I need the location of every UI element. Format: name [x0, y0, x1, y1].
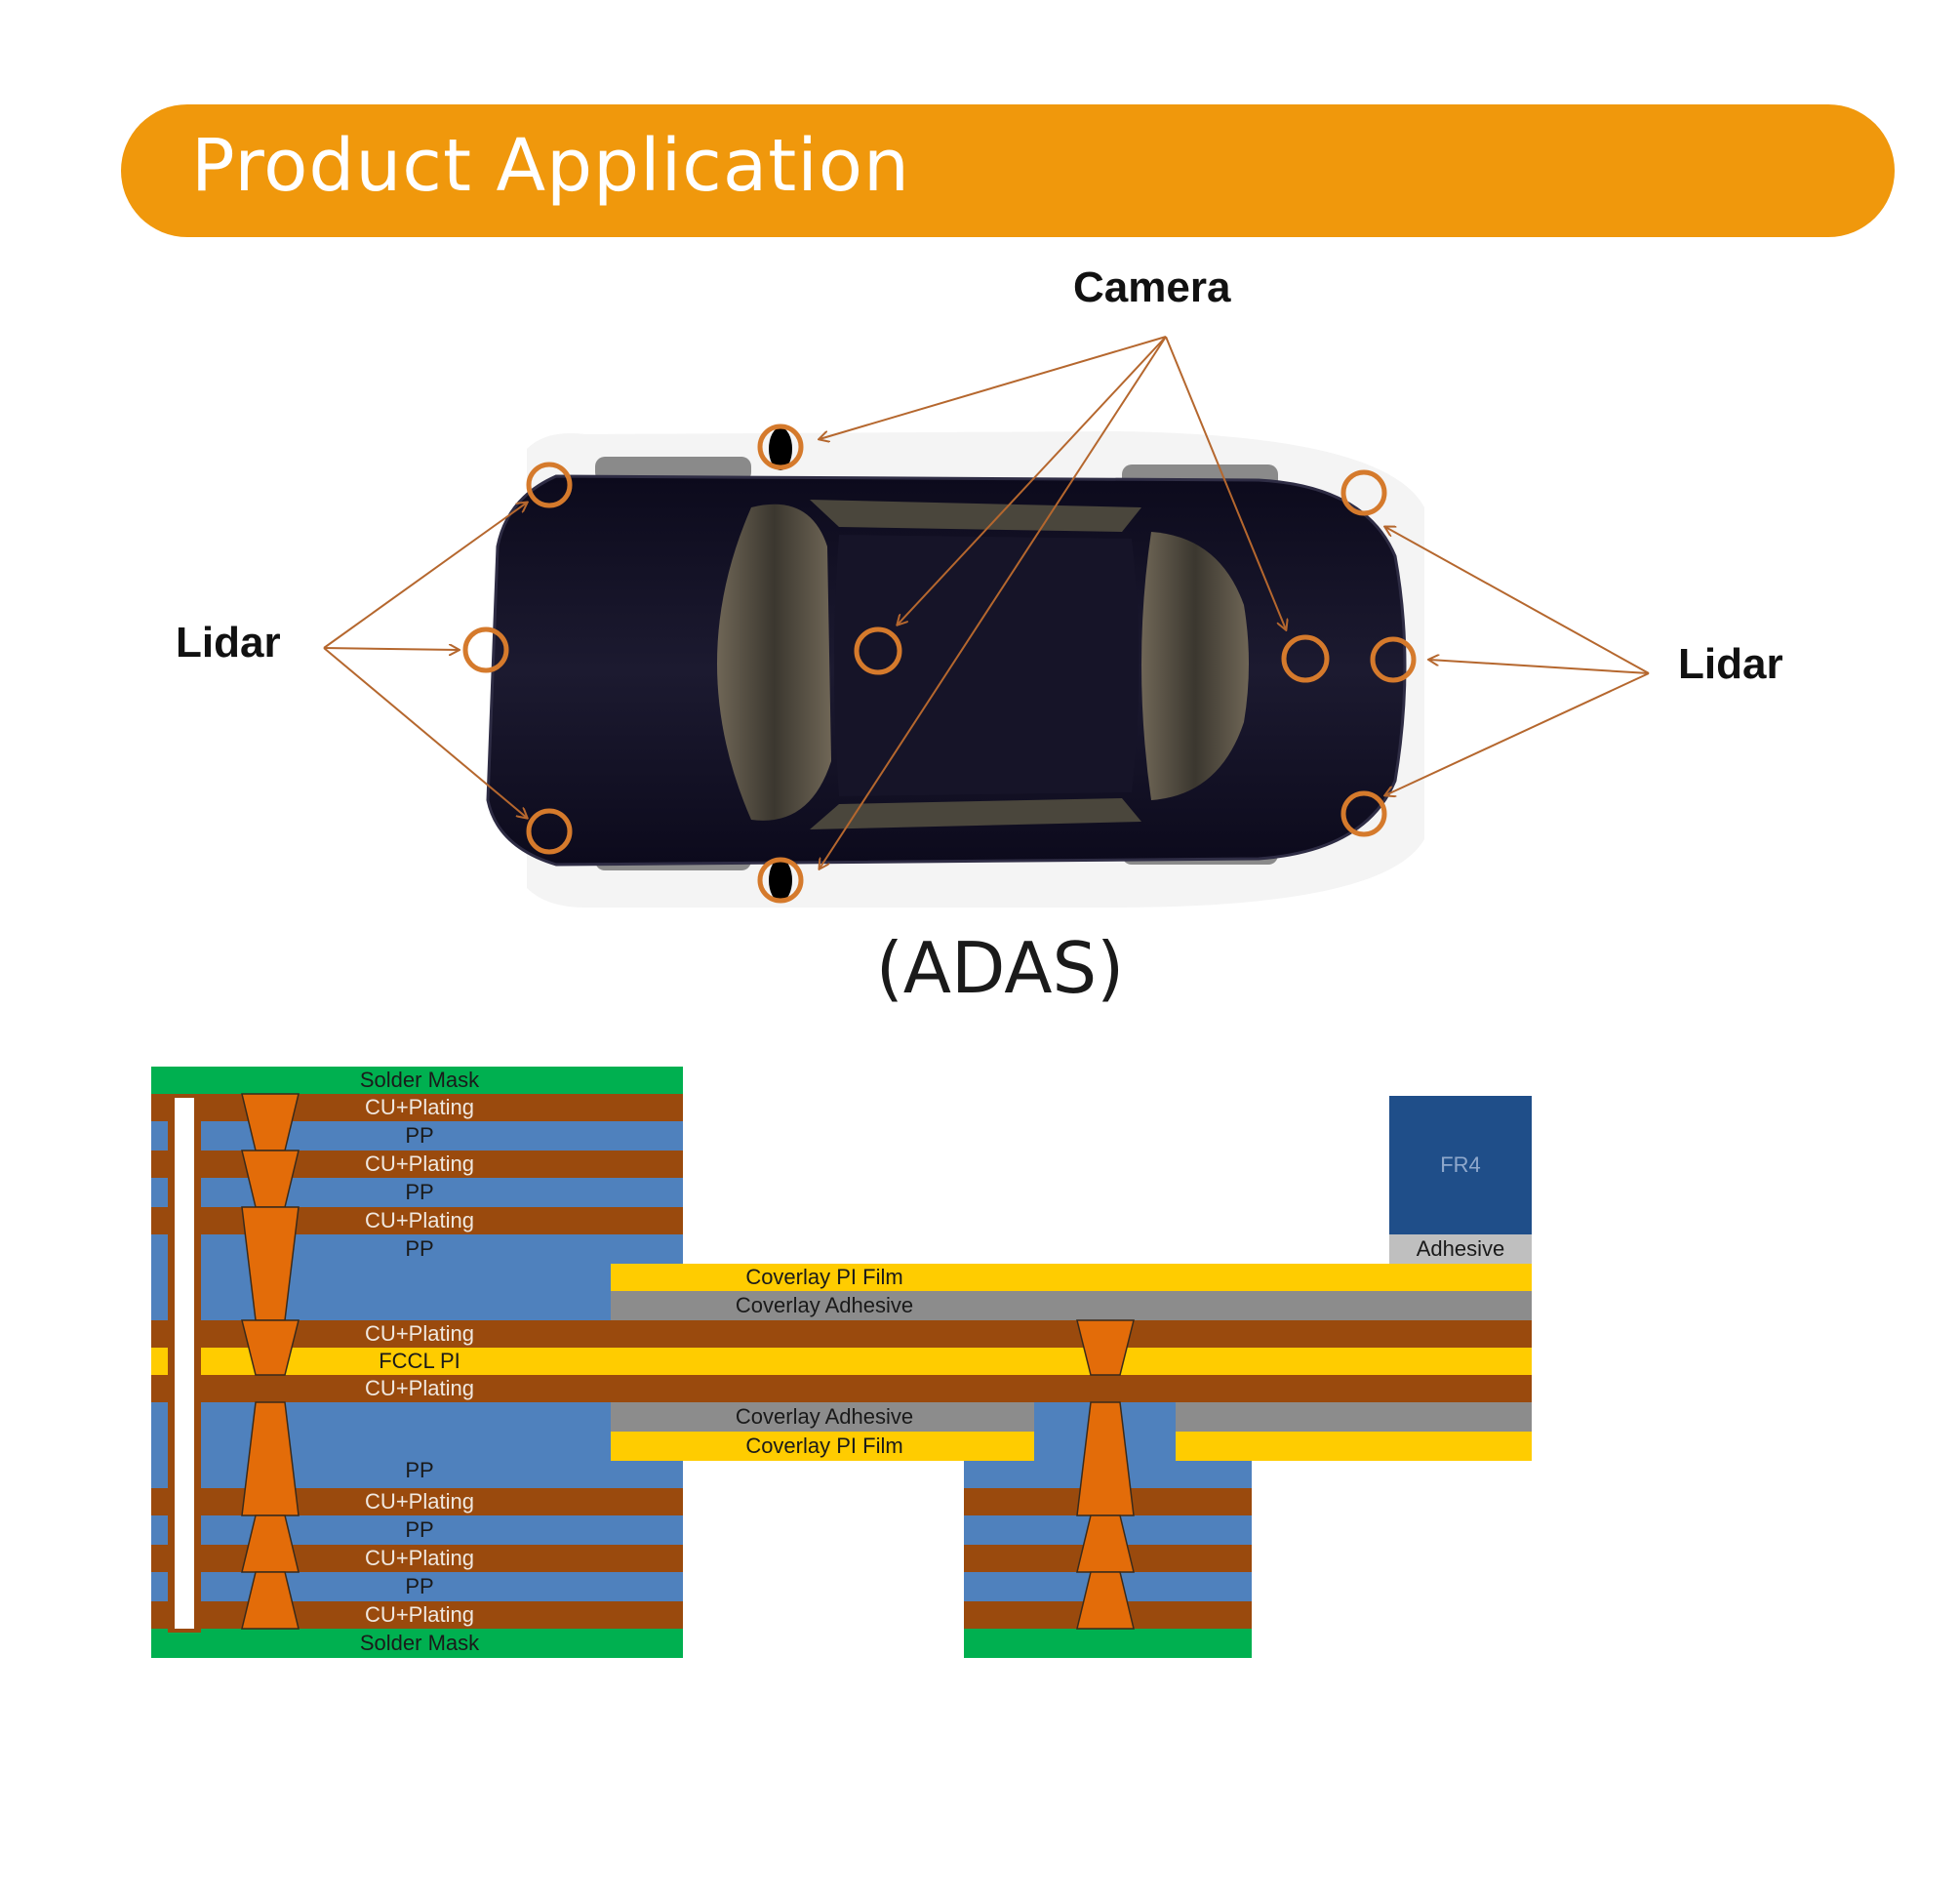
side-window	[810, 798, 1141, 829]
lidar-right-label: Lidar	[1678, 640, 1783, 688]
lidar-marker-rear-center	[1370, 636, 1417, 683]
camera-label: Camera	[1073, 263, 1231, 311]
front-windshield	[717, 504, 831, 821]
lidar-marker-rear-right	[1340, 790, 1387, 837]
car-top-view	[486, 427, 1424, 908]
lidar-marker-rear-left	[1340, 469, 1387, 516]
lidar-marker-front-center	[462, 626, 509, 673]
camera-marker-rear	[1281, 634, 1330, 683]
adas-caption: (ADAS)	[875, 927, 1125, 1009]
callout-arrows	[323, 336, 1650, 868]
rear-window	[1141, 532, 1249, 800]
lidar-marker-front-left	[526, 462, 573, 508]
camera-marker-front	[854, 626, 902, 675]
title-banner: Product Application	[121, 104, 1895, 237]
sensor-markers	[462, 424, 1417, 904]
lidar-left-label: Lidar	[176, 619, 281, 666]
side-window	[810, 500, 1141, 532]
lidar-marker-front-right	[526, 808, 573, 855]
camera-marker-right-mirror	[757, 857, 804, 904]
roof	[834, 535, 1140, 796]
camera-marker-left-mirror	[757, 424, 804, 470]
banner-title: Product Application	[191, 124, 910, 208]
